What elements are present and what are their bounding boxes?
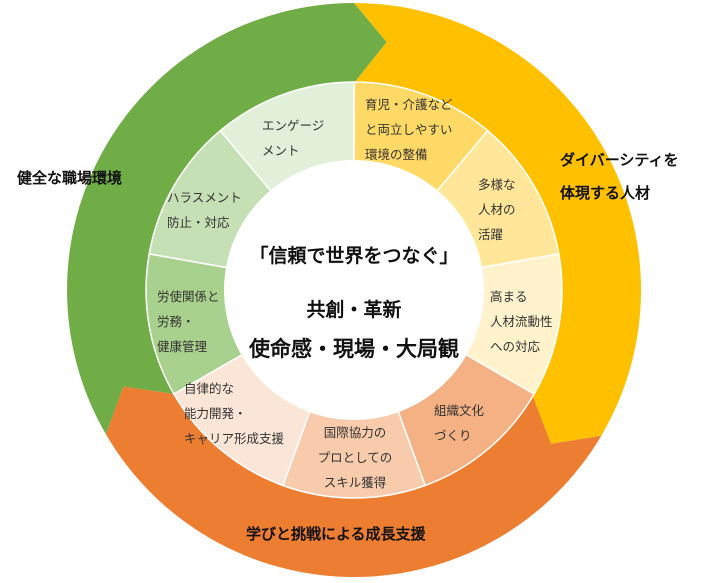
segment-engagement-text: エンゲージメント xyxy=(262,118,325,158)
center-line1: 共創・革新 xyxy=(306,299,402,321)
center-motto: 「信頼で世界をつなぐ」 xyxy=(249,245,459,267)
segment-career-text: 自律的な能力開発・キャリア形成支援 xyxy=(184,381,285,446)
outer-arrow-growth xyxy=(106,386,602,578)
segment-labor-text: 労使関係と労務・健康管理 xyxy=(157,289,220,354)
outer-label-yellow: ダイバーシティを 体現する人材 xyxy=(560,151,679,202)
segment-skills-text: 国際協力のプロとしてのスキル獲得 xyxy=(317,425,393,490)
segment-mobility-text: 高まる人材流動性への対応 xyxy=(490,289,553,354)
center-circle xyxy=(224,160,484,420)
segment-harassment-text: ハラスメント防止・対応 xyxy=(167,190,242,230)
segment-childcare-text: 育児・介護などと両立しやすい環境の整備 xyxy=(365,97,453,162)
outer-arrow-diversity xyxy=(354,2,642,444)
outer-label-orange: 学びと挑戦による成長支援 xyxy=(246,525,426,543)
center-line2: 使命感・現場・大局観 xyxy=(249,337,459,361)
segment-diverse-talent-text: 多様な人材の活躍 xyxy=(478,177,516,242)
segment-culture-text: 組織文化づくり xyxy=(434,403,485,443)
outer-arrow-workplace xyxy=(67,3,387,435)
outer-label-green: 健全な職場環境 xyxy=(17,169,123,187)
